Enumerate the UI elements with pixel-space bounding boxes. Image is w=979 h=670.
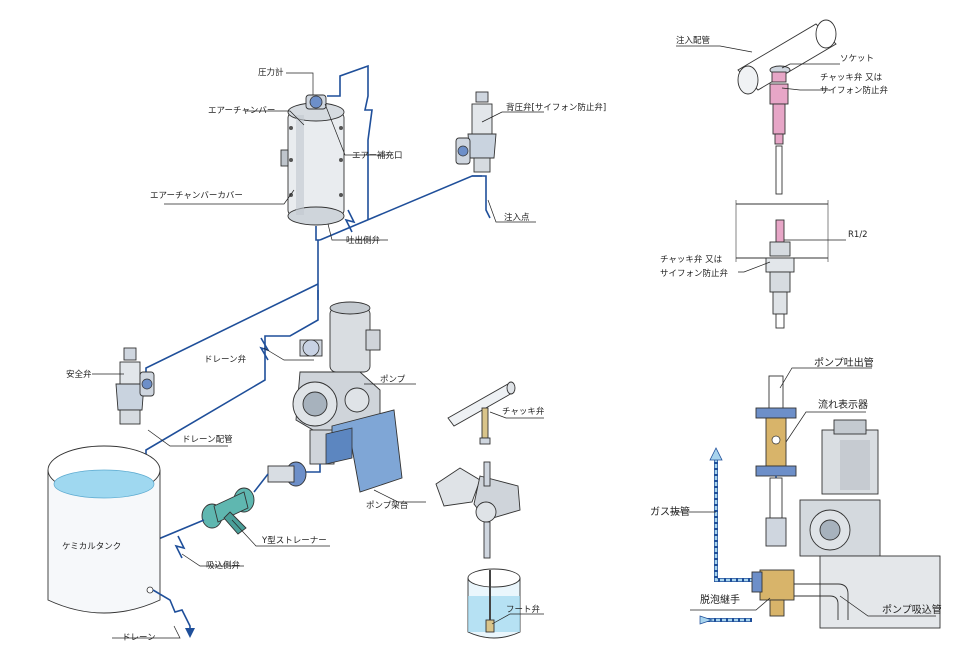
suction-flange xyxy=(267,461,307,487)
label-suction-valve: 吸込側弁 xyxy=(206,560,241,571)
y-strainer xyxy=(201,487,255,535)
defoaming-joint xyxy=(751,569,795,617)
label-drain-piping: ドレーン配管 xyxy=(182,434,233,445)
flow-indicator xyxy=(755,417,797,477)
label-check-or-siphon-1b: サイフォン防止弁 xyxy=(820,85,889,96)
label-injection-point: 注入点 xyxy=(504,212,530,223)
injection-pipe xyxy=(737,19,837,95)
label-defoaming-joint: 脱泡継手 xyxy=(700,593,740,606)
pipe-section xyxy=(735,200,829,262)
air-chamber xyxy=(280,102,345,226)
label-pump: ポンプ xyxy=(380,375,406,385)
label-drain: ドレーン xyxy=(122,633,156,643)
label-back-pressure-valve: 背圧弁[サイフォン防止弁] xyxy=(506,102,606,113)
chemical-tank xyxy=(47,445,161,614)
label-check-or-siphon-1a: チャッキ弁 又は xyxy=(820,72,883,83)
label-y-strainer: Y型ストレーナー xyxy=(261,536,327,546)
foot-valve-tank xyxy=(467,568,521,639)
label-pressure-gauge: 圧力計 xyxy=(258,67,284,78)
label-foot-valve: フート弁 xyxy=(506,604,541,615)
back-pressure-valve xyxy=(455,91,497,173)
label-pump-stand: ポンプ架台 xyxy=(366,500,408,511)
label-check-or-siphon-2a: チャッキ弁 又は xyxy=(660,254,723,265)
label-air-refill-port: エアー補充口 xyxy=(352,150,403,161)
label-discharge-valve: 吐出側弁 xyxy=(346,235,381,246)
pump xyxy=(292,301,381,465)
label-socket: ソケット xyxy=(840,54,874,64)
label-pump-suction-pipe: ポンプ吸込管 xyxy=(882,603,942,616)
check-valve-pink-1 xyxy=(769,71,789,195)
check-valve-2 xyxy=(765,241,795,329)
label-check-valve: チャッキ弁 xyxy=(502,406,545,417)
pressure-gauge-icon xyxy=(305,94,327,110)
pump-right xyxy=(799,419,941,629)
discharge-pipe-vertical xyxy=(755,375,797,419)
label-pump-discharge-pipe: ポンプ吐出管 xyxy=(814,356,874,369)
label-air-chamber: エアーチャンバー xyxy=(208,106,275,116)
label-chemical-tank: ケミカルタンク xyxy=(62,542,121,552)
safety-valve xyxy=(115,347,155,425)
pump-stand xyxy=(325,409,403,493)
small-pump-assembly xyxy=(435,461,521,559)
label-injection-piping: 注入配管 xyxy=(676,35,710,46)
label-check-or-siphon-2b: サイフォン防止弁 xyxy=(660,268,729,279)
check-valve-on-pipe xyxy=(447,381,516,445)
label-flow-indicator: 流れ表示器 xyxy=(818,398,868,411)
label-drain-valve: ドレーン弁 xyxy=(204,354,247,365)
label-gas-vent-pipe: ガス抜管 xyxy=(650,505,690,518)
label-air-chamber-cover: エアーチャンバーカバー xyxy=(150,191,243,201)
label-safety-valve: 安全弁 xyxy=(66,369,92,380)
label-r12: R1/2 xyxy=(848,230,868,240)
